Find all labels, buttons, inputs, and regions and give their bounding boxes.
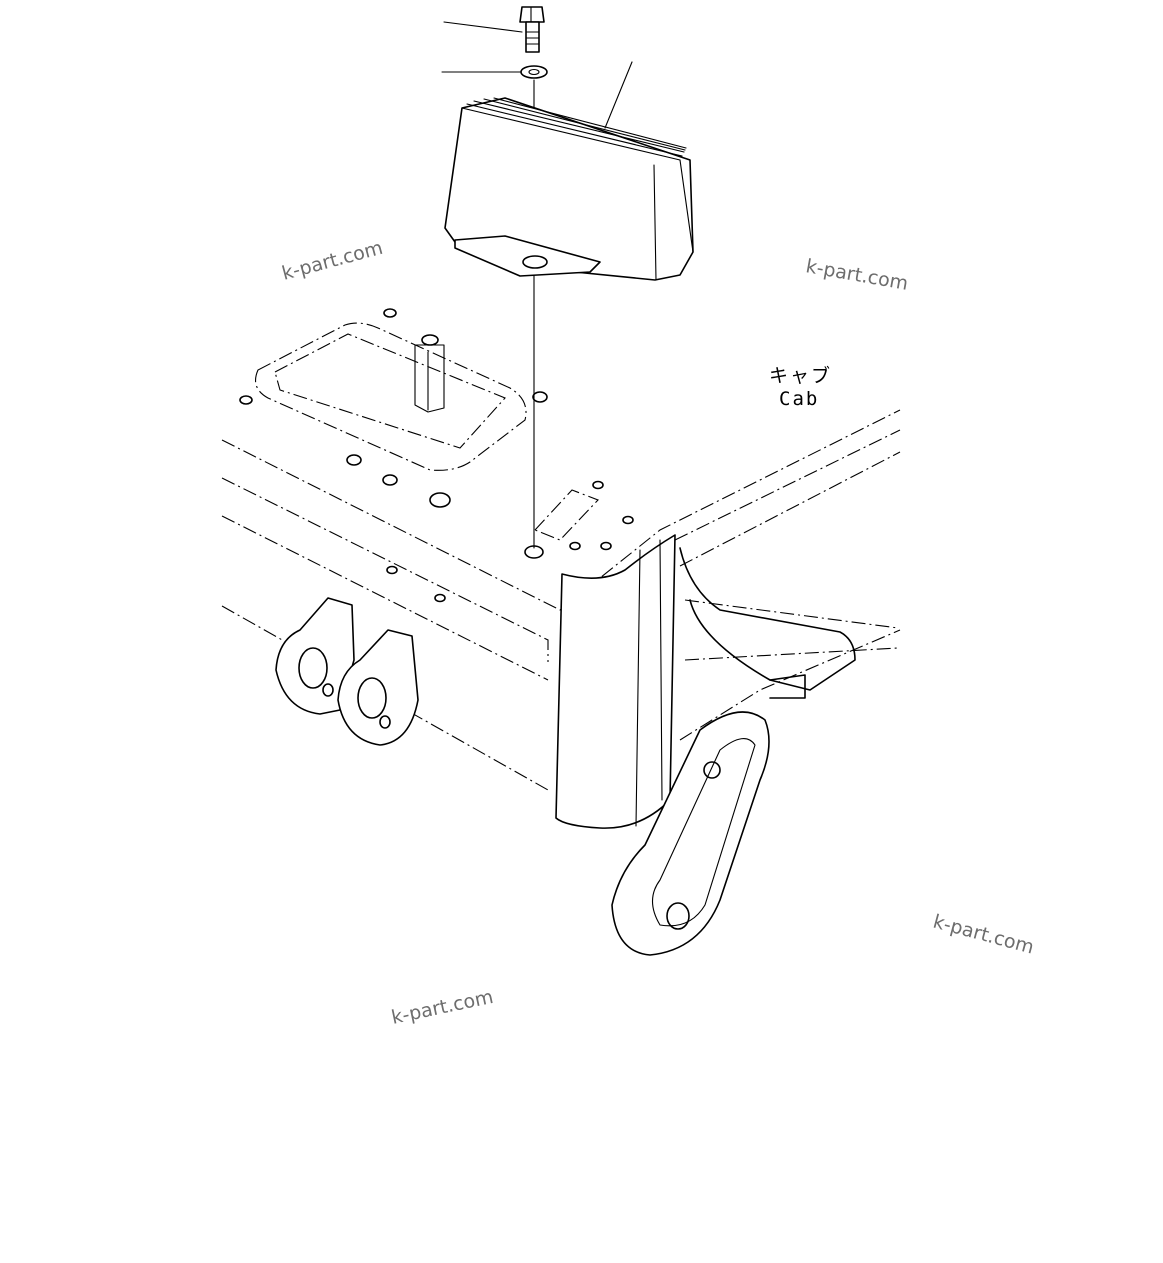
frame <box>221 308 901 956</box>
cab-label-en: Cab <box>779 388 819 410</box>
cab-label: キャブ Cab <box>769 364 832 410</box>
cab-label-jp: キャブ <box>769 364 832 387</box>
bolt <box>519 6 545 53</box>
leader-lines <box>441 21 633 549</box>
watermark-2: k-part.com <box>804 255 910 295</box>
watermark-3: k-part.com <box>931 911 1037 959</box>
watermark-1: k-part.com <box>280 237 386 285</box>
frame-holes <box>239 308 634 603</box>
washer <box>520 65 548 79</box>
watermark-4: k-part.com <box>389 986 495 1029</box>
counterweight-block <box>444 97 694 281</box>
